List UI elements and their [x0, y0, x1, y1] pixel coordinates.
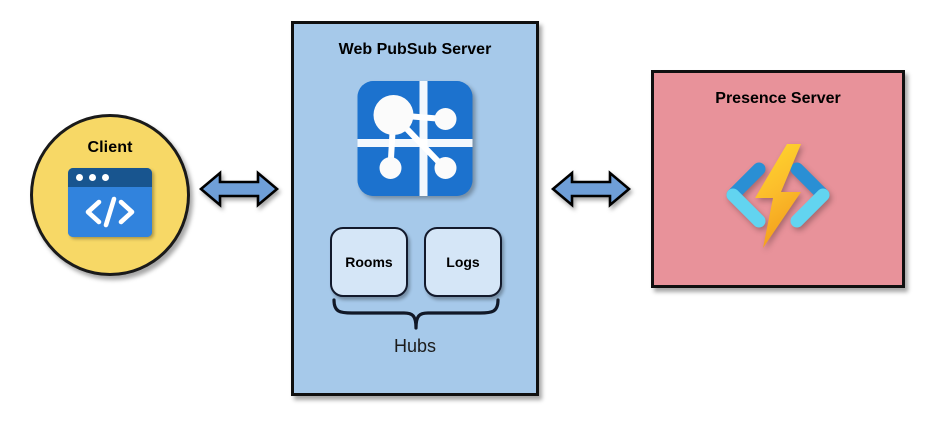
node-presence-server[interactable]: Presence Server: [651, 70, 905, 288]
hub-rooms-label: Rooms: [345, 254, 393, 270]
window-dot-icon: [89, 174, 96, 181]
bidirectional-arrow-icon: [198, 170, 280, 208]
hub-box-logs[interactable]: Logs: [424, 227, 502, 297]
code-window-icon: [68, 168, 152, 237]
window-dot-icon: [102, 174, 109, 181]
hub-box-rooms[interactable]: Rooms: [330, 227, 408, 297]
hubs-group-label: Hubs: [393, 336, 437, 356]
web-pubsub-server-label: Web PubSub Server: [338, 41, 492, 58]
window-dot-icon: [76, 174, 83, 181]
bidirectional-arrow-icon: [550, 170, 632, 208]
node-web-pubsub-server[interactable]: Web PubSub Server Rooms Logs: [291, 21, 539, 396]
code-window-titlebar: [68, 168, 152, 187]
node-client[interactable]: Client: [30, 114, 190, 276]
connector-pubsub-to-presence: [550, 166, 632, 212]
curly-brace-icon: [332, 298, 500, 330]
connector-client-to-pubsub: [198, 166, 280, 212]
client-label: Client: [87, 139, 133, 156]
hub-logs-label: Logs: [446, 254, 480, 270]
code-brackets-icon: [85, 196, 135, 228]
hubs-brace: [330, 298, 502, 332]
azure-functions-icon: [715, 136, 841, 262]
azure-web-pubsub-icon: [357, 81, 473, 196]
code-window-body: [68, 187, 152, 237]
presence-server-label: Presence Server: [715, 90, 841, 107]
